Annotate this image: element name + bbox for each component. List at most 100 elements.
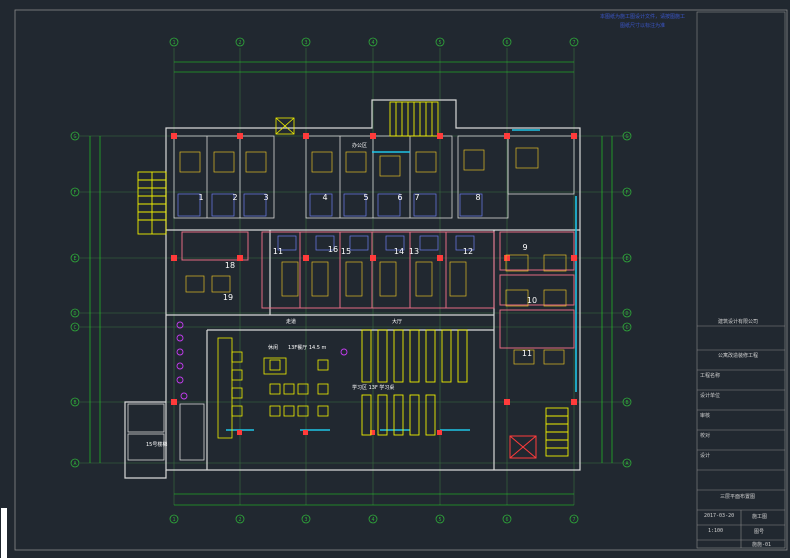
axis-label-f-right: F xyxy=(625,190,628,196)
room-number-16: 16 xyxy=(328,245,338,254)
partition-walls xyxy=(181,231,575,349)
axis-bubbles-top xyxy=(169,37,579,47)
drawing-title: 三层平面布置图 xyxy=(720,494,756,500)
room-number-1: 1 xyxy=(198,193,203,202)
room-number-12: 12 xyxy=(463,247,473,256)
axis-label-a-left: A xyxy=(73,461,76,467)
axis-labels-top: 1 2 3 4 5 6 7 xyxy=(172,40,575,46)
room-number-7: 7 xyxy=(414,193,419,202)
room-number-14: 14 xyxy=(394,247,404,256)
axis-label-7-top: 7 xyxy=(572,40,575,46)
axis-label-2-bottom: 2 xyxy=(238,517,241,523)
grid-lines-vertical xyxy=(173,48,575,505)
exterior-walls xyxy=(124,99,581,479)
titleblock-row-a: 工程名称 xyxy=(700,373,721,379)
titleblock-scale: 1:100 xyxy=(708,528,724,534)
axis-label-e-left: E xyxy=(73,256,76,262)
axis-label-b-left: B xyxy=(73,400,76,406)
top-room-walls xyxy=(173,135,575,219)
corner-note-line2: 图纸尺寸以标注为准 xyxy=(620,23,666,29)
axis-bubbles-bottom xyxy=(169,514,579,524)
axis-bubbles-left xyxy=(70,131,80,468)
axis-label-c-right: C xyxy=(625,325,628,331)
axis-label-g-left: G xyxy=(73,134,76,140)
grid-lines-horizontal xyxy=(80,135,630,464)
axis-label-6-bottom: 6 xyxy=(505,517,508,523)
axis-label-g-right: G xyxy=(625,134,628,140)
axis-label-c-left: C xyxy=(73,325,76,331)
room-number-13: 13 xyxy=(409,247,419,256)
room-number-2: 2 xyxy=(232,193,237,202)
stair-hatch-icon xyxy=(137,101,569,457)
title-block xyxy=(696,11,786,549)
dining-note: 13F餐厅 14.5 m xyxy=(288,344,327,351)
axis-label-3-bottom: 3 xyxy=(304,517,307,523)
axis-label-d-right: D xyxy=(625,311,628,317)
dimension-lines xyxy=(89,61,613,506)
titleblock-row-b: 设计单位 xyxy=(700,393,721,399)
titleblock-drawing-no: 施施-01 xyxy=(752,542,772,548)
structural-columns xyxy=(171,133,577,435)
room-number-4: 4 xyxy=(322,193,327,202)
axis-label-1-bottom: 1 xyxy=(172,517,175,523)
titleblock-row-c: 审核 xyxy=(700,413,711,419)
left-binding-strip xyxy=(1,508,7,558)
axis-labels-left: G F E D C B A xyxy=(73,134,76,467)
room-number-9: 9 xyxy=(522,243,527,252)
axis-labels-right: G F E D C B A xyxy=(625,134,628,467)
room-number-8: 8 xyxy=(475,193,480,202)
study-note: 学习区 13F 学习桌 xyxy=(352,384,394,391)
service-shaft xyxy=(509,435,537,459)
stairwell-note: 15号楼梯 xyxy=(146,441,167,448)
axis-label-4-top: 4 xyxy=(371,40,374,46)
axis-label-4-bottom: 4 xyxy=(371,517,374,523)
toilet-fixture-icon xyxy=(176,321,348,400)
room-number-3: 3 xyxy=(263,193,268,202)
axis-label-5-bottom: 5 xyxy=(438,517,441,523)
room-number-10: 10 xyxy=(527,296,537,305)
axis-label-e-right: E xyxy=(625,256,628,262)
titleblock-sheet: 图号 xyxy=(754,529,765,535)
office-note: 办公区 xyxy=(352,142,367,149)
axis-label-b-right: B xyxy=(625,400,628,406)
axis-label-3-top: 3 xyxy=(304,40,307,46)
bathroom-fixtures xyxy=(177,193,483,251)
axis-labels-bottom: 1 2 3 4 5 6 7 xyxy=(172,517,575,523)
area-labels: 休闲 13F餐厅 14.5 m 走道 大厅 学习区 13F 学习桌 办公区 15… xyxy=(146,142,402,448)
outer-frame xyxy=(14,9,788,551)
hall-label: 大厅 xyxy=(392,318,402,325)
kitchen-note: 休闲 xyxy=(268,344,278,351)
room-number-6: 6 xyxy=(397,193,402,202)
axis-bubbles-right xyxy=(622,131,632,468)
axis-label-6-top: 6 xyxy=(505,40,508,46)
dining-tables xyxy=(217,337,329,439)
titleblock-project: 公寓改造装修工程 xyxy=(718,353,759,359)
titleblock-stage: 施工图 xyxy=(752,514,768,520)
room-number-18: 18 xyxy=(225,261,235,270)
glass-walls xyxy=(226,129,577,431)
room-number-5: 5 xyxy=(363,193,368,202)
annex-walls xyxy=(127,403,205,461)
room-number-19: 19 xyxy=(223,293,233,302)
elevator-box-icon xyxy=(275,117,295,135)
titleblock-company: 建筑设计有限公司 xyxy=(718,319,759,325)
axis-label-7-bottom: 7 xyxy=(572,517,575,523)
room-number-11b: 11 xyxy=(522,349,532,358)
titleblock-row-d: 校对 xyxy=(700,433,711,439)
axis-label-d-left: D xyxy=(73,311,76,317)
axis-label-f-left: F xyxy=(73,190,76,196)
titleblock-date: 2017-03-20 xyxy=(704,513,735,519)
room-numbers: 1 2 3 4 5 6 7 8 9 10 11 12 13 14 15 16 1… xyxy=(198,193,537,358)
room-number-11: 11 xyxy=(273,247,283,256)
axis-label-2-top: 2 xyxy=(238,40,241,46)
corner-note-line1: 本图纸为施工图设计文件，请按图施工 xyxy=(600,14,686,20)
axis-label-1-top: 1 xyxy=(172,40,175,46)
corridor-note: 走道 xyxy=(286,318,296,325)
axis-label-a-right: A xyxy=(625,461,628,467)
room-number-15: 15 xyxy=(341,247,351,256)
bedroom-furniture xyxy=(179,147,567,365)
axis-label-5-top: 5 xyxy=(438,40,441,46)
study-desk-rows xyxy=(361,329,468,436)
titleblock-row-e: 设计 xyxy=(700,453,711,459)
